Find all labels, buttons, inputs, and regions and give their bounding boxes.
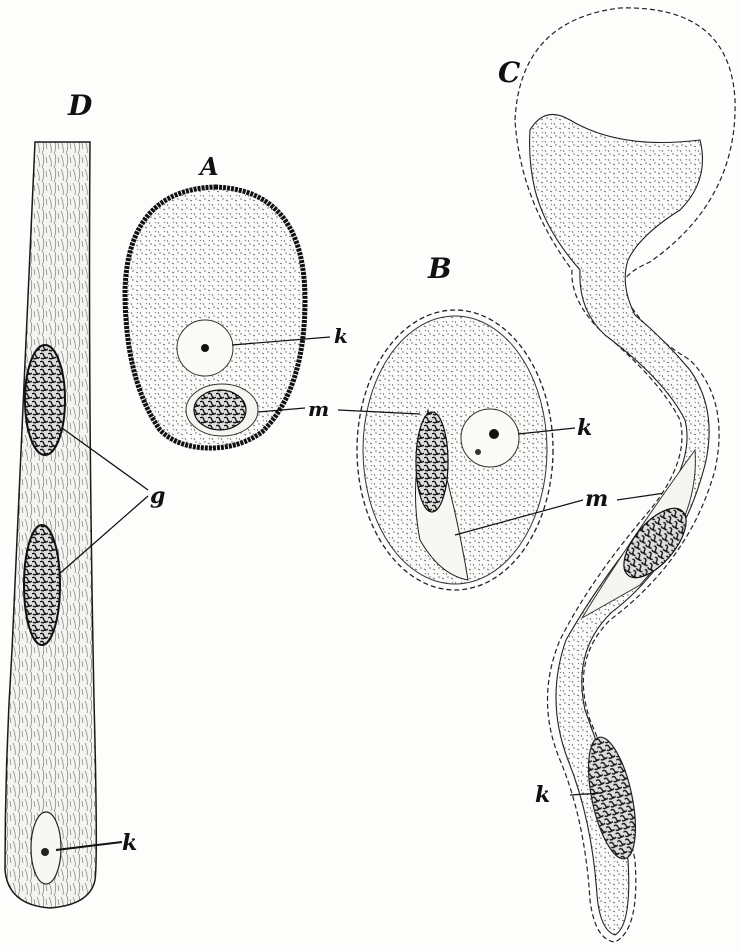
- pollen-grain-b-outer: [356, 309, 554, 591]
- vegetative-nucleus-c: [587, 736, 637, 860]
- label-m-upper: m: [308, 397, 329, 421]
- label-a: A: [198, 152, 219, 181]
- label-m-lower: m: [585, 486, 608, 512]
- label-k-d: k: [122, 830, 137, 856]
- nucleus-b: [460, 408, 520, 468]
- label-g: g: [150, 483, 165, 509]
- generative-cell-2: [23, 524, 61, 646]
- panel-d: D g k: [4, 89, 165, 909]
- label-c: C: [498, 56, 521, 89]
- generative-cell-c: [623, 507, 687, 579]
- label-k-c: k: [535, 782, 550, 808]
- pollen-tube-c: [529, 113, 710, 936]
- filament-d: [4, 141, 98, 909]
- label-d: D: [67, 89, 93, 122]
- label-k-b: k: [577, 415, 592, 441]
- panel-a: A k: [122, 152, 348, 451]
- label-k-a: k: [334, 324, 348, 348]
- panel-c: C k: [498, 7, 736, 943]
- vegetative-nucleus-d: [30, 811, 62, 885]
- generative-cell-1: [24, 344, 66, 456]
- label-b: B: [427, 252, 452, 285]
- pollen-grain-a: [122, 184, 308, 451]
- panel-b: B k: [356, 252, 592, 591]
